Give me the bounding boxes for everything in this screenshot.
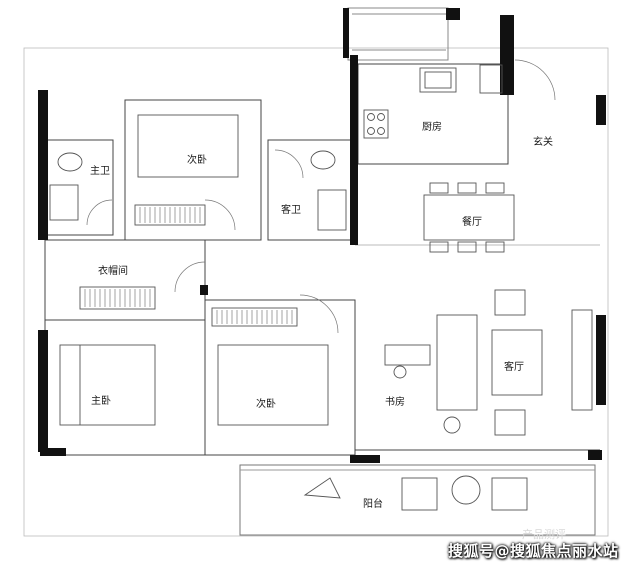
door-arc-guest-bath xyxy=(274,149,304,179)
kitchen-stove xyxy=(363,109,389,139)
wall-mid-vertical xyxy=(350,55,358,245)
balcony-table xyxy=(451,475,481,505)
wall-cloakroom-divider xyxy=(200,285,208,295)
kitchen-sink-counter xyxy=(419,67,457,93)
second-bedroom-top-bed xyxy=(137,114,239,178)
door-arc-bedroom-bottom xyxy=(299,294,339,334)
master-bath-toilet xyxy=(57,152,83,172)
label-second-bedroom-bottom: 次卧 xyxy=(256,397,276,410)
bedroom-bottom-wardrobe xyxy=(211,307,298,327)
door-arc-entrance xyxy=(514,59,556,101)
living-sofa xyxy=(436,314,478,411)
label-balcony: 阳台 xyxy=(363,497,383,510)
watermark-main: 搜狐号@搜狐焦点丽水站 xyxy=(448,542,619,560)
label-study: 书房 xyxy=(385,395,405,408)
label-second-bedroom-top: 次卧 xyxy=(187,153,207,166)
wall-right-upper xyxy=(596,95,606,125)
label-kitchen: 厨房 xyxy=(422,120,442,133)
tv-cabinet xyxy=(571,309,593,411)
label-dining: 餐厅 xyxy=(462,215,482,228)
label-master-bedroom: 主卧 xyxy=(91,394,111,407)
wall-right-middle xyxy=(596,315,606,405)
wall-bottom-left xyxy=(40,448,66,456)
wall-top-balcony-left xyxy=(343,8,349,58)
wall-left-upper xyxy=(38,90,48,240)
door-arc-master-bath xyxy=(86,199,113,226)
second-bedroom-top-outline xyxy=(124,99,262,241)
wall-top-balcony-right xyxy=(446,8,460,20)
wall-bottom-mid xyxy=(350,455,380,463)
label-living: 客厅 xyxy=(504,360,524,373)
living-coffee-table xyxy=(491,329,543,396)
second-bedroom-bottom-bed xyxy=(217,344,329,426)
master-bed xyxy=(59,344,156,426)
outer-boundary xyxy=(23,47,609,537)
wall-kitchen-right xyxy=(500,15,514,95)
watermark-secondary: 产品测评 xyxy=(522,528,566,541)
label-cloakroom: 衣帽间 xyxy=(98,264,128,277)
study-desk xyxy=(384,344,431,366)
cloakroom-outline xyxy=(44,239,206,321)
kitchen-fridge xyxy=(479,64,503,94)
label-guest-bath: 客卫 xyxy=(281,203,301,216)
bedroom-top-wardrobe xyxy=(134,204,206,226)
balcony-outline xyxy=(239,464,596,536)
master-bedroom-outline xyxy=(44,319,206,456)
wall-bottom-right xyxy=(588,450,602,460)
wall-left-lower xyxy=(38,330,48,452)
kitchen-outline xyxy=(357,63,509,165)
label-entrance: 玄关 xyxy=(533,135,553,148)
cloakroom-wardrobe xyxy=(79,286,156,310)
top-balcony-frame xyxy=(347,7,449,61)
master-bath-outline xyxy=(44,139,114,236)
door-arc-bedroom-top xyxy=(204,199,236,231)
dining-table xyxy=(423,194,515,241)
second-bedroom-bottom-outline xyxy=(204,299,356,456)
door-arc-master-bedroom xyxy=(174,261,206,293)
label-master-bath: 主卫 xyxy=(90,165,110,177)
guest-bath-toilet xyxy=(310,150,336,170)
